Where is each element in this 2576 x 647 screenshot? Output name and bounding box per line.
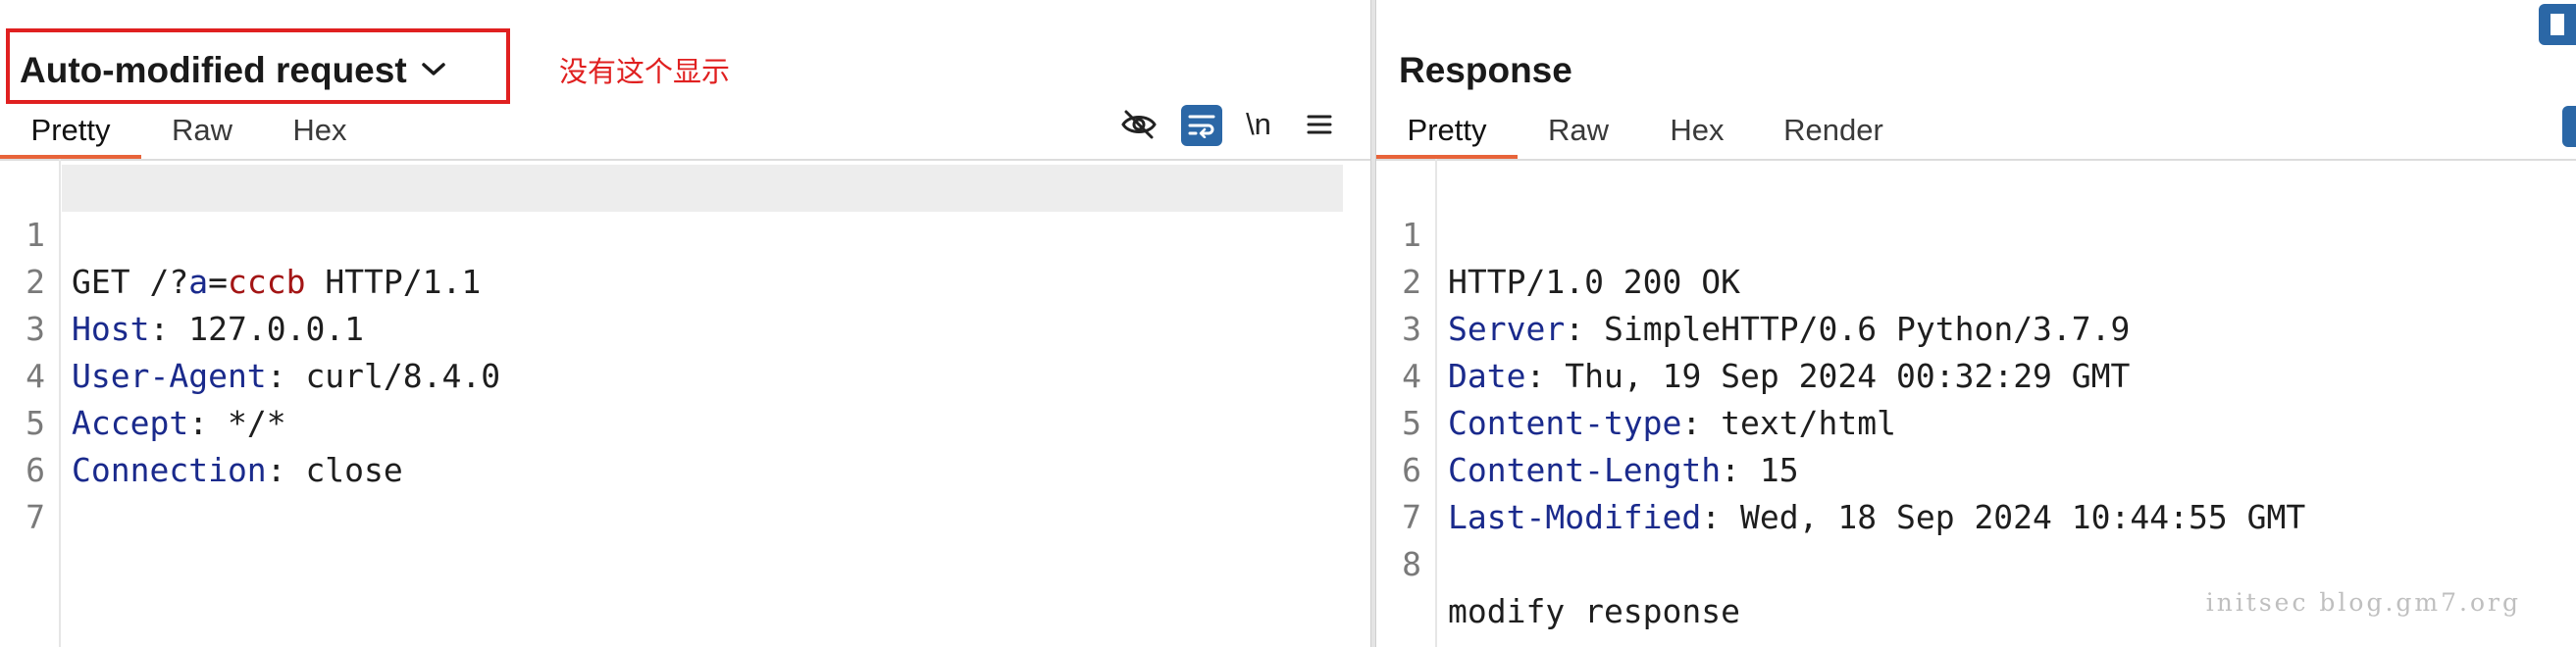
response-editor[interactable]: 1 HTTP/1.0 200 OK 2 Server: SimpleHTTP/0… — [1376, 159, 2576, 647]
header-line: Server: SimpleHTTP/0.6 Python/3.7.9 — [1448, 310, 2131, 348]
line-number-gutter — [0, 159, 61, 647]
word-wrap-icon[interactable] — [1181, 105, 1222, 146]
code-line: 2 Server: SimpleHTTP/0.6 Python/3.7.9 — [1376, 212, 2576, 348]
response-body: modify response — [1448, 592, 1741, 630]
response-panel: Response Pretty Raw Hex Render 1 HTTP/1.… — [1376, 0, 2576, 647]
line-number: 5 — [1402, 404, 1421, 442]
request-title[interactable]: Auto-modified request — [20, 50, 407, 90]
request-tab-bar: Pretty Raw Hex — [0, 104, 1370, 161]
line-number-gutter — [1376, 159, 1437, 647]
response-tab-bar: Pretty Raw Hex Render — [1376, 104, 2576, 161]
status-line: HTTP/1.0 200 OK — [1448, 263, 1741, 301]
line-number: 2 — [26, 263, 45, 301]
line-number: 6 — [26, 451, 45, 489]
line-number: 1 — [1402, 216, 1421, 254]
request-editor[interactable]: 1 GET /?a=cccb HTTP/1.1 2 Host: 127.0.0.… — [0, 159, 1370, 647]
layout-toggle-button[interactable] — [2539, 4, 2576, 45]
code-line: 5 Connection: close — [0, 353, 1370, 489]
header-line: Last-Modified: Wed, 18 Sep 2024 10:44:55… — [1448, 498, 2306, 536]
line-number: 4 — [1402, 357, 1421, 395]
tab-raw[interactable]: Raw — [1547, 113, 1609, 147]
line-number: 5 — [26, 404, 45, 442]
request-panel: Auto-modified request 没有这个显示 Pretty Raw … — [0, 28, 1370, 647]
request-line: GET /?a=cccb HTTP/1.1 — [72, 263, 482, 301]
annotation-note: 没有这个显示 — [559, 55, 731, 88]
code-line: 7 — [1376, 447, 2576, 536]
code-line: 5 Content-Length: 15 — [1376, 353, 2576, 489]
code-line: 1 GET /?a=cccb HTTP/1.1 — [0, 165, 1370, 301]
newline-toggle-button[interactable]: \n — [1246, 107, 1271, 141]
panel-layout-icon — [2550, 14, 2564, 35]
header-line: Content-Length: 15 — [1448, 451, 1799, 489]
line-number: 8 — [1402, 545, 1421, 583]
header-line: Date: Thu, 19 Sep 2024 00:32:29 GMT — [1448, 357, 2131, 395]
annotation-highlight-box — [6, 28, 510, 104]
current-line-highlight — [62, 165, 1343, 212]
header-line: Content-type: text/html — [1448, 404, 1896, 442]
line-number: 3 — [1402, 310, 1421, 348]
header-line: Accept: */* — [72, 404, 286, 442]
watermark: initsec blog.gm7.org — [2205, 588, 2521, 617]
line-number: 6 — [1402, 451, 1421, 489]
code-line: 3 Date: Thu, 19 Sep 2024 00:32:29 GMT — [1376, 259, 2576, 395]
request-title-dropdown[interactable]: Auto-modified request — [20, 45, 446, 96]
header-line: Host: 127.0.0.1 — [72, 310, 365, 348]
eye-slash-icon[interactable] — [1116, 102, 1161, 147]
tab-hex[interactable]: Hex — [1670, 113, 1725, 147]
code-line: 1 HTTP/1.0 200 OK — [1376, 165, 2576, 301]
header-line: User-Agent: curl/8.4.0 — [72, 357, 501, 395]
code-line: 4 Accept: */* — [0, 306, 1370, 442]
response-title: Response — [1399, 50, 1572, 90]
tab-pretty[interactable]: Pretty — [1376, 104, 1518, 159]
code-line: 6 Last-Modified: Wed, 18 Sep 2024 10:44:… — [1376, 400, 2576, 536]
line-number: 4 — [26, 357, 45, 395]
code-line: 4 Content-type: text/html — [1376, 306, 2576, 442]
line-number: 7 — [1402, 498, 1421, 536]
line-number: 3 — [26, 310, 45, 348]
line-number: 2 — [1402, 263, 1421, 301]
code-line: 7 — [0, 447, 1370, 536]
code-line: 2 Host: 127.0.0.1 — [0, 212, 1370, 348]
tab-raw[interactable]: Raw — [171, 113, 232, 147]
code-line: 3 User-Agent: curl/8.4.0 — [0, 259, 1370, 395]
split-pane-divider[interactable] — [1370, 0, 1376, 647]
tab-hex[interactable]: Hex — [292, 113, 347, 147]
chevron-down-icon[interactable] — [421, 62, 446, 77]
tab-pretty[interactable]: Pretty — [0, 104, 141, 159]
hamburger-menu-icon[interactable] — [1297, 102, 1342, 147]
header-line: Connection: close — [72, 451, 403, 489]
response-toolbar-button[interactable] — [2562, 106, 2576, 147]
tab-render[interactable]: Render — [1783, 113, 1883, 147]
line-number: 7 — [26, 498, 45, 536]
code-line: 6 — [0, 400, 1370, 489]
code-line: 8 modify response — [1376, 494, 2576, 630]
line-number: 1 — [26, 216, 45, 254]
